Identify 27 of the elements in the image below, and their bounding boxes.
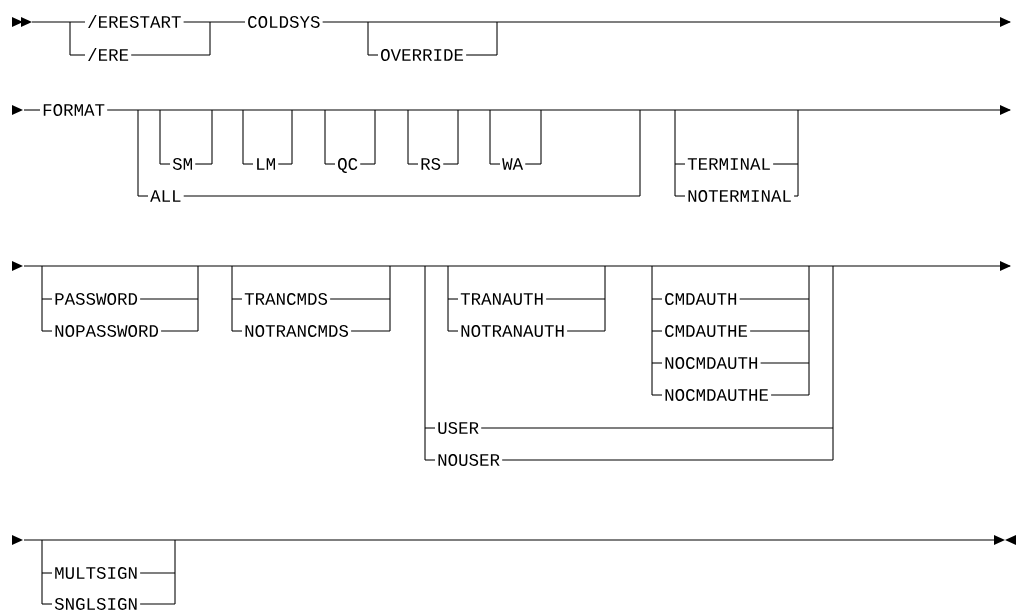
keyword: COLDSYS	[248, 16, 320, 28]
keyword: NOTERMINAL	[688, 190, 791, 202]
keyword: QC	[338, 158, 358, 174]
keyword: TRANAUTH	[460, 293, 543, 305]
keyword: CMDAUTHE	[665, 325, 748, 337]
keyword: /ERE	[88, 48, 129, 61]
keyword: ALL	[150, 190, 181, 202]
keyword: LM	[257, 158, 275, 170]
keyword: TRANCMDS	[244, 293, 328, 305]
keyword: FORMAT	[43, 104, 105, 116]
keyword: USER	[438, 422, 479, 434]
keyword: PASSWORD	[55, 293, 138, 305]
keyword: WA	[502, 158, 524, 170]
keyword: RS	[421, 158, 441, 170]
keyword: NOUSER	[438, 454, 500, 466]
keyword: NOCMDAUTHE	[665, 389, 768, 401]
keyword: NOTRANCMDS	[245, 325, 349, 337]
keyword: NOCMDAUTH	[665, 357, 758, 369]
keyword: TERMINAL	[687, 158, 770, 170]
keyword: SM	[172, 158, 192, 170]
keyword: OVERRIDE	[381, 49, 464, 61]
keyword: NOTRANAUTH	[461, 325, 564, 337]
keyword: NOPASSWORD	[55, 325, 159, 337]
keyword: SNGLSIGN	[54, 598, 137, 610]
keyword: MULTSIGN	[55, 567, 137, 579]
keyword: /ERESTART	[88, 15, 181, 28]
keyword: CMDAUTH	[665, 293, 737, 305]
